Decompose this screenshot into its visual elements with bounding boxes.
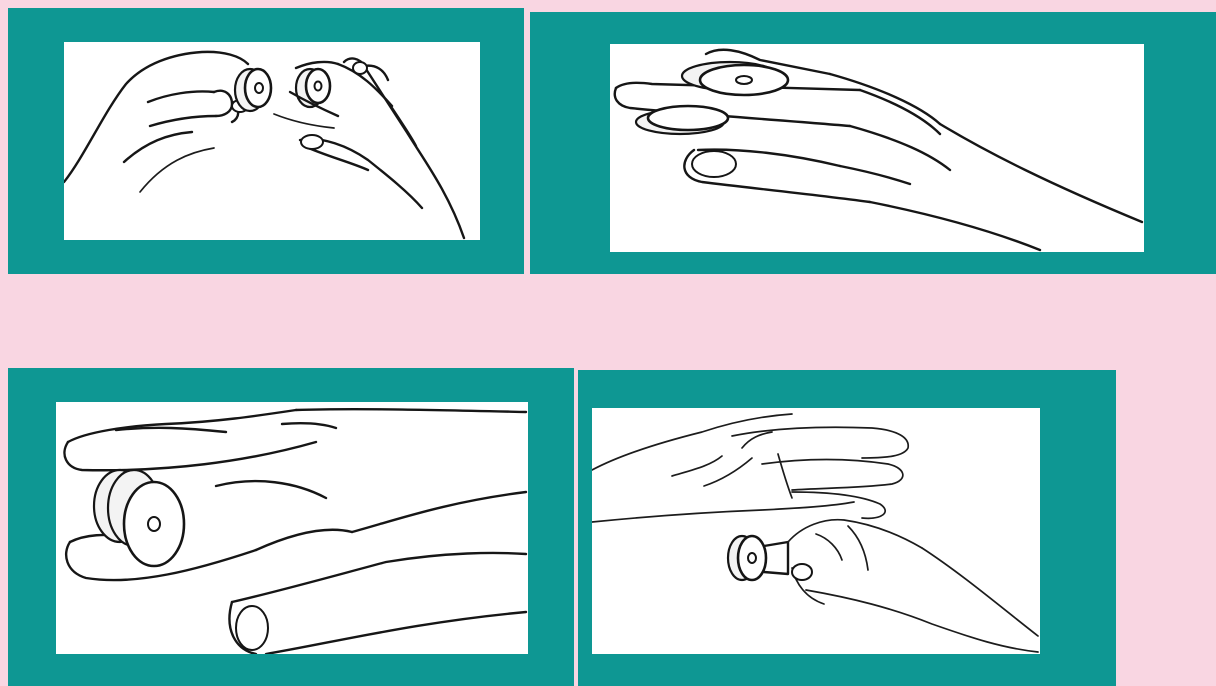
figure-panel-2: [530, 12, 1216, 274]
figure-panel-4: [578, 370, 1116, 686]
roller-under-fingers-icon: [56, 402, 528, 654]
roller-between-fingers-icon: [610, 44, 1144, 252]
panel-4-canvas: [592, 408, 1040, 654]
panel-2-canvas: [610, 44, 1144, 252]
hand-pinching-roller-icon: [64, 42, 480, 240]
roller-over-palm-icon: [592, 408, 1040, 654]
panel-3-canvas: [56, 402, 528, 654]
figure-panel-3: [8, 368, 574, 686]
panel-1-canvas: [64, 42, 480, 240]
figure-panel-1: [8, 8, 524, 274]
